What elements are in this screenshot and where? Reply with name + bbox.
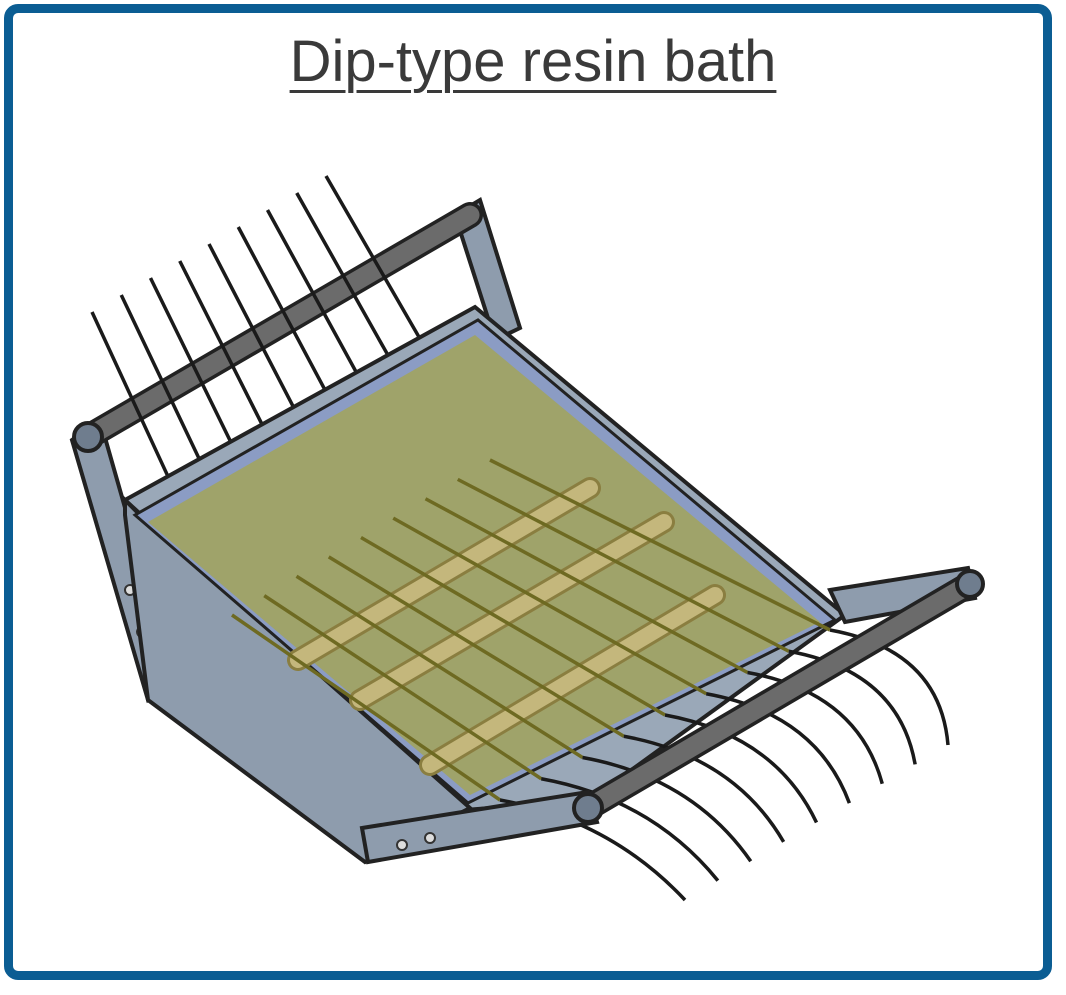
entry-rod-end-cap <box>74 423 102 451</box>
bolt-icon <box>397 840 407 850</box>
bolt-icon <box>425 833 435 843</box>
exit-rod-end-cap <box>957 571 983 597</box>
exit-rod-end-cap <box>574 794 602 822</box>
